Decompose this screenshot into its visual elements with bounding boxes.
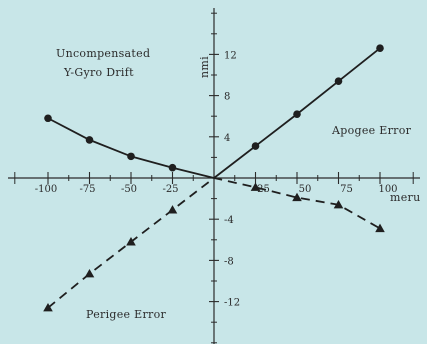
y-tick-label: 12 xyxy=(224,50,237,61)
data-point xyxy=(127,152,135,161)
y-tick-label: 4 xyxy=(224,133,230,144)
y-axis-label: nmi xyxy=(198,56,211,78)
x-tick-label: -75 xyxy=(79,184,95,195)
data-point xyxy=(84,268,95,278)
data-point xyxy=(126,237,136,246)
x-axis-label: meru xyxy=(390,191,420,204)
minor-ticks xyxy=(14,12,414,344)
data-point xyxy=(251,142,260,150)
data-point xyxy=(167,205,178,214)
x-tick-label: 75 xyxy=(340,184,353,195)
y-tick-label: -12 xyxy=(224,298,240,309)
x-tick-label: -50 xyxy=(121,184,137,195)
x-tick-label: 100 xyxy=(378,184,397,195)
data-point xyxy=(292,192,302,202)
data-point xyxy=(293,110,301,118)
series-layer xyxy=(43,44,385,312)
x-tick-label: -100 xyxy=(35,184,57,195)
data-point xyxy=(375,223,385,233)
chart-title-line1: Uncompensated xyxy=(56,47,150,60)
y-tick-label: 8 xyxy=(224,92,230,103)
series-label-perigee: Perigee Error xyxy=(86,308,167,321)
x-tick-label: -25 xyxy=(162,184,178,195)
series-line-perigee xyxy=(47,177,381,309)
data-point xyxy=(376,44,384,53)
data-point xyxy=(43,302,53,312)
major-ticks xyxy=(47,53,381,303)
chart-title-line2: Y-Gyro Drift xyxy=(63,66,134,79)
y-tick-label: -4 xyxy=(224,215,234,226)
series-label-apogee: Apogee Error xyxy=(331,124,412,137)
y-tick-label: -8 xyxy=(224,256,234,267)
data-point xyxy=(250,182,261,191)
data-point xyxy=(85,136,94,144)
data-point xyxy=(334,77,343,85)
x-tick-label: 50 xyxy=(299,184,312,195)
data-point xyxy=(168,163,177,172)
data-point xyxy=(44,114,52,123)
data-point xyxy=(333,199,344,209)
